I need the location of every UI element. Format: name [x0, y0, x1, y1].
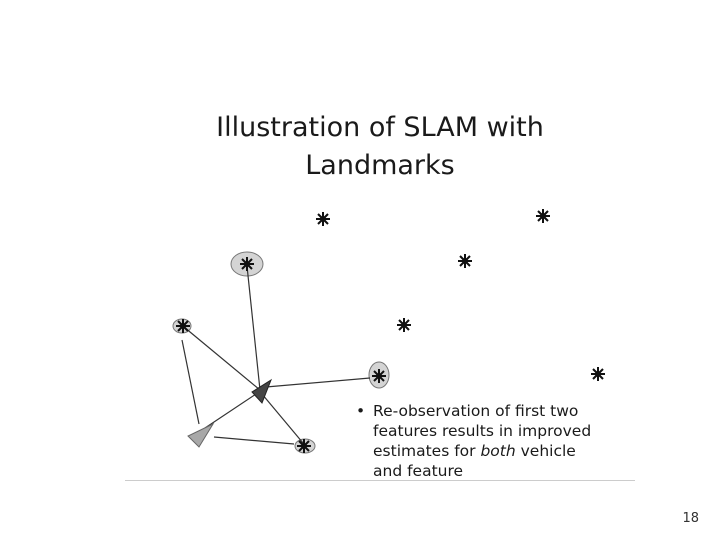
bullet-text-emphasis: both — [480, 442, 516, 460]
star-burst-icon — [535, 208, 551, 224]
light-triangle-icon — [187, 422, 215, 448]
bullet-text-suffix: vehicle — [515, 442, 576, 460]
observation-line — [213, 436, 295, 445]
star-burst-icon — [239, 256, 255, 272]
bullet-text-line: estimates for both vehicle — [373, 441, 636, 461]
bullet-text-prefix: estimates for — [373, 442, 481, 460]
observation-line — [265, 377, 371, 388]
bullet-marker: • — [356, 402, 366, 420]
bullet-text-line: features results in improved — [373, 422, 592, 440]
star-burst-icon — [457, 253, 473, 269]
observation-line — [246, 265, 261, 391]
observation-line — [261, 393, 304, 444]
baseline-rule — [125, 480, 635, 481]
observation-line — [183, 326, 261, 391]
observation-line — [181, 339, 200, 425]
dark-triangle-icon — [251, 378, 273, 404]
star-burst-icon — [296, 438, 312, 454]
slide-title-line-2: Landmarks — [305, 150, 455, 181]
trajectory-line — [204, 393, 257, 429]
star-burst-icon — [396, 317, 412, 333]
page-number: 18 — [682, 511, 699, 526]
star-burst-icon — [175, 318, 191, 334]
bullet-text-line: Re-observation of first two — [373, 402, 579, 420]
star-burst-icon — [590, 366, 606, 382]
slide-title-line-1: Illustration of SLAM with — [216, 112, 544, 143]
bullet-point: • Re-observation of first two features r… — [356, 401, 636, 481]
bullet-text-line: and feature — [373, 462, 464, 480]
star-burst-icon — [371, 368, 387, 384]
star-burst-icon — [315, 211, 331, 227]
